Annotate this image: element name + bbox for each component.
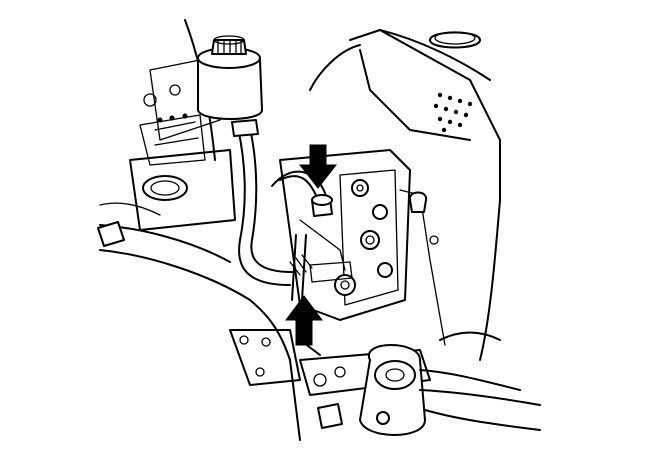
- lower-subframe: [299, 331, 541, 436]
- arrow-down-icon: [298, 144, 338, 189]
- pressure-hoses: [231, 119, 327, 301]
- pump-assembly: [279, 149, 446, 346]
- fluid-reservoir: [197, 35, 263, 120]
- arrow-up-icon: [285, 295, 323, 346]
- vent-holes: [433, 92, 473, 133]
- strut-tower: [309, 29, 501, 361]
- left-fender-panel: [97, 202, 301, 441]
- upper-left-components: [129, 19, 236, 231]
